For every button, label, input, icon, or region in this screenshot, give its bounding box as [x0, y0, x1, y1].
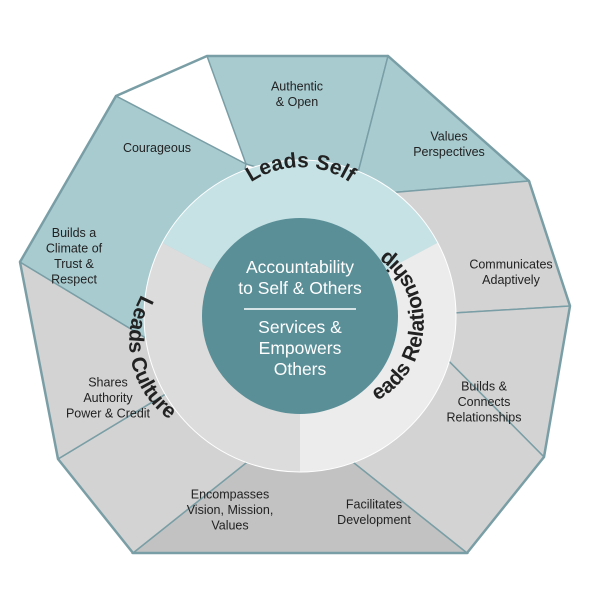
center-bottom-line-1: Services &	[258, 317, 342, 337]
center-bottom-line-2: Empowers	[259, 338, 342, 358]
center-circle	[202, 218, 398, 414]
center-bottom-line-3: Others	[274, 359, 327, 379]
center-top-line-2: to Self & Others	[238, 278, 362, 298]
center-top-line-1: Accountability	[246, 257, 354, 277]
segment-authentic-open-label: Authentic& Open	[271, 79, 323, 109]
outer-border	[18, 54, 572, 555]
ring-edge	[143, 159, 457, 473]
segment-courageous-label: Courageous	[123, 141, 191, 155]
